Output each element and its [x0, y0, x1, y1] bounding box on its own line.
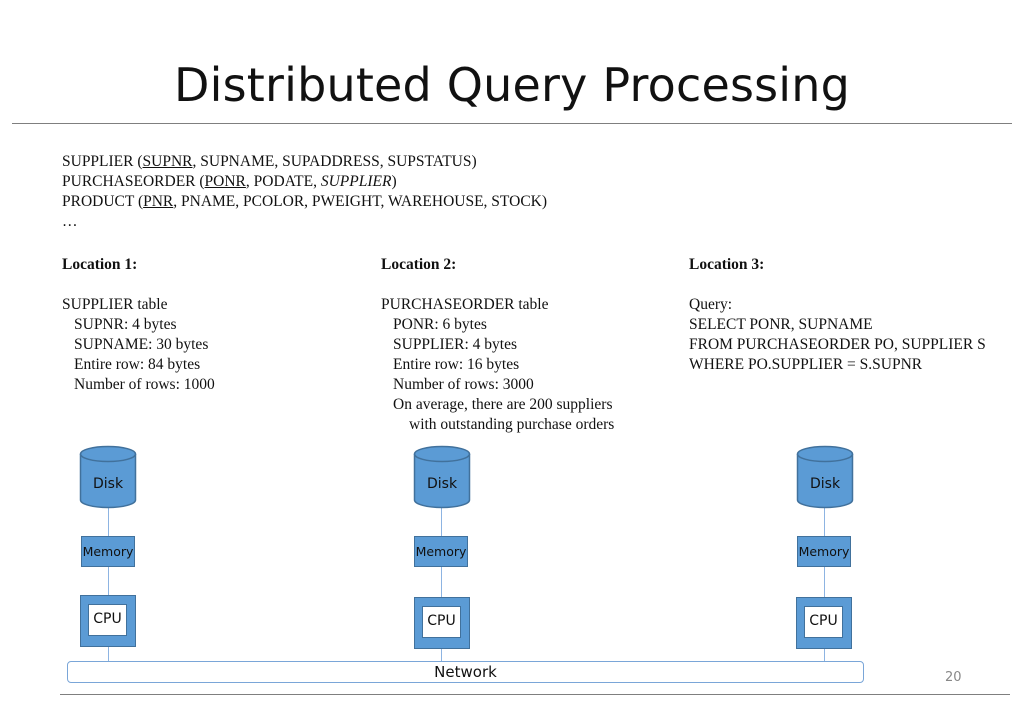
- location-line: SUPNR: 4 bytes: [74, 316, 177, 333]
- memory-2: Memory: [414, 536, 468, 567]
- network-bus: Network: [67, 661, 864, 683]
- cpu-1: CPU: [80, 595, 136, 647]
- cpu-3: CPU: [796, 597, 852, 649]
- location-heading: Location 2:: [381, 256, 457, 273]
- slide-title: Distributed Query Processing: [173, 58, 851, 112]
- location-heading: Location 1:: [62, 256, 138, 273]
- disk-2-icon: [413, 445, 471, 509]
- schema-ellipsis: …: [62, 213, 78, 230]
- title-divider: [12, 123, 1012, 124]
- disk-3-icon: [796, 445, 854, 509]
- schema-definitions: SUPPLIER (SUPNR, SUPNAME, SUPADDRESS, SU…: [62, 152, 547, 232]
- location-line: SUPPLIER table: [62, 296, 168, 313]
- location-line: Entire row: 16 bytes: [393, 356, 520, 373]
- node-3-link: [824, 500, 825, 662]
- node-1-link: [108, 500, 109, 662]
- location-line: SUPNAME: 30 bytes: [74, 336, 209, 353]
- location-line: PONR: 6 bytes: [393, 316, 487, 333]
- disk-3-label: Disk: [810, 476, 841, 492]
- page-number: 20: [945, 670, 962, 685]
- cpu-1-chip: CPU: [88, 604, 127, 636]
- primary-key: PNR: [143, 193, 174, 210]
- location-line: Entire row: 84 bytes: [74, 356, 201, 373]
- memory-1: Memory: [81, 536, 135, 567]
- schema-supplier: SUPPLIER (SUPNR, SUPNAME, SUPADDRESS, SU…: [62, 153, 477, 170]
- cpu-2: CPU: [414, 597, 470, 649]
- primary-key: PONR: [204, 173, 246, 190]
- node-2-link: [441, 500, 442, 662]
- memory-3: Memory: [797, 536, 851, 567]
- cpu-2-chip: CPU: [422, 606, 461, 638]
- disk-1-icon: [79, 445, 137, 509]
- disk-2-label: Disk: [427, 476, 458, 492]
- foreign-key: SUPPLIER: [320, 173, 392, 190]
- location-line: WHERE PO.SUPPLIER = S.SUPNR: [689, 356, 923, 373]
- location-line: SELECT PONR, SUPNAME: [689, 316, 873, 333]
- location-line: On average, there are 200 suppliers: [393, 396, 613, 413]
- footer-divider: [60, 694, 1010, 695]
- schema-purchaseorder: PURCHASEORDER (PONR, PODATE, SUPPLIER): [62, 173, 397, 190]
- location-line: with outstanding purchase orders: [409, 416, 615, 433]
- location-heading: Location 3:: [689, 256, 765, 273]
- location-line: Number of rows: 3000: [393, 376, 534, 393]
- cpu-3-chip: CPU: [804, 606, 843, 638]
- location-3: Location 3: Query: SELECT PONR, SUPNAME FRO…: [689, 255, 986, 375]
- location-line: FROM PURCHASEORDER PO, SUPPLIER S: [689, 336, 986, 353]
- schema-product: PRODUCT (PNR, PNAME, PCOLOR, PWEIGHT, WA…: [62, 193, 548, 210]
- disk-1-label: Disk: [93, 476, 124, 492]
- location-line: Number of rows: 1000: [74, 376, 215, 393]
- location-line: Query:: [689, 296, 733, 313]
- location-line: PURCHASEORDER table: [381, 296, 549, 313]
- location-line: SUPPLIER: 4 bytes: [393, 336, 518, 353]
- primary-key: SUPNR: [142, 153, 193, 170]
